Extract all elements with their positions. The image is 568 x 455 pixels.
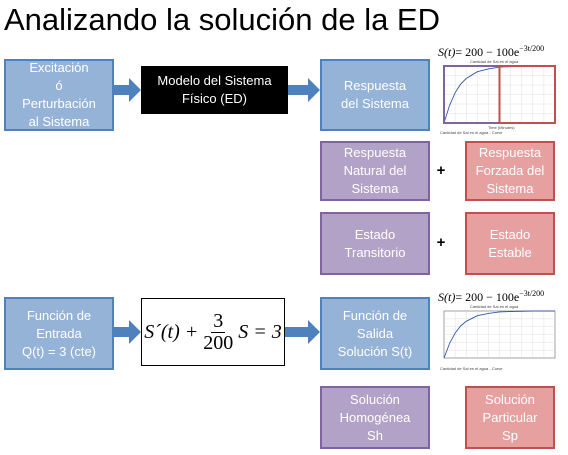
system-response-box: Respuesta del Sistema <box>320 59 430 131</box>
page-title: Analizando la solución de la ED <box>4 2 440 37</box>
response-formula: S(t)= 200 − 100e−3t/200 <box>438 44 545 59</box>
response-plot <box>443 65 556 124</box>
forced-response-box: Respuesta Forzada del Sistema <box>465 141 555 201</box>
solution-formula: S(t)= 200 − 100e−3t/200 <box>438 289 545 304</box>
arrow-input-to-model <box>113 78 141 102</box>
plus-sign-transient-steady: + <box>436 234 446 251</box>
transient-state-box: Estado Transitorio <box>320 212 430 275</box>
plot2-legend: Cantidad de Sal en el agua - Curve <box>440 366 503 371</box>
natural-response-box: Respuesta Natural del Sistema <box>320 141 430 201</box>
excitation-box: Excitación ó Perturbación al Sistema <box>4 59 114 131</box>
arrow-equation-to-output <box>285 320 320 344</box>
plot1-xlabel: Time (Minutes) <box>488 125 515 130</box>
steady-highlight <box>498 65 556 124</box>
system-model-box: Modelo del Sistema Físico (ED) <box>141 66 288 114</box>
homogeneous-solution-box: Solución Homogénea Sh <box>320 386 430 449</box>
input-function-box: Función de Entrada Q(t) = 3 (cte) <box>4 297 114 370</box>
plot2-title: Cantidad de Sal en el agua <box>470 304 519 309</box>
solution-plot <box>443 310 556 359</box>
plot1-title: Cantidad de Sal en el agua <box>470 59 519 64</box>
particular-solution-box: Solución Particular Sp <box>465 386 555 449</box>
plus-sign-natural-forced: + <box>436 162 446 179</box>
plot1-legend: Cantidad de Sal en el agua - Curve <box>440 130 503 135</box>
output-function-box: Función de Salida Solución S(t) <box>320 297 430 370</box>
steady-state-box: Estado Estable <box>465 212 555 275</box>
arrow-input-to-equation <box>113 320 141 344</box>
equation-fraction: 3 200 <box>203 309 234 354</box>
differential-equation-box: S´(t) + 3 200 S = 3 <box>141 298 285 366</box>
series-line <box>443 310 555 359</box>
arrow-model-to-response <box>288 78 320 102</box>
